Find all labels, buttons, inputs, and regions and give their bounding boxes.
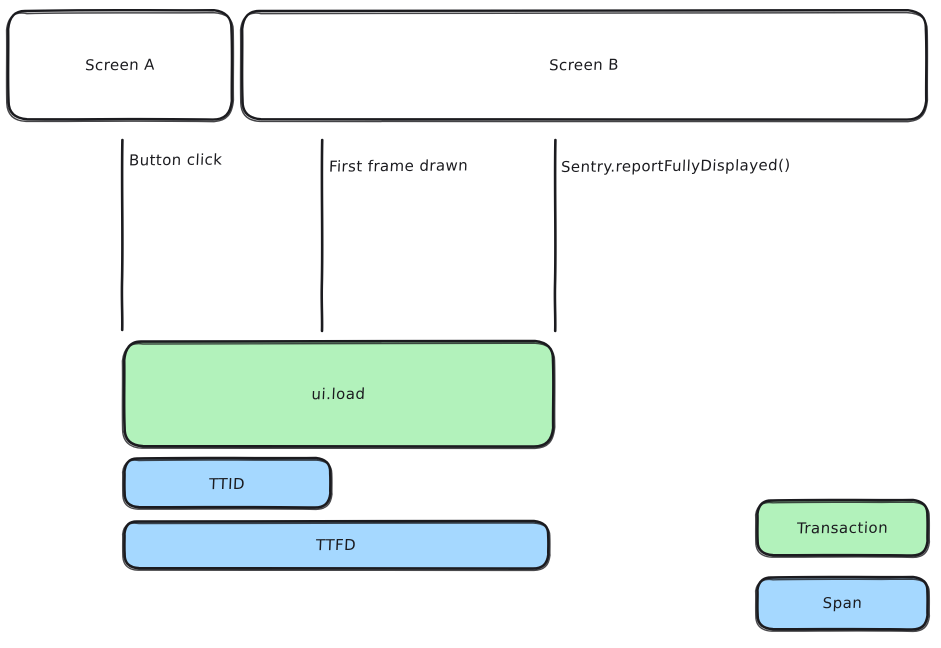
bar-ttid[interactable] [121,456,333,511]
marker-label-button-click: Button click [128,150,223,170]
screen-a-outline-2 [5,11,235,123]
bar-ui-load-shape [122,339,555,448]
bar-ttfd[interactable] [121,519,551,572]
marker-line-first-frame-drawn[interactable] [320,138,324,333]
screen-b-outline-2 [239,11,929,123]
legend-item-transaction[interactable] [754,498,931,559]
bar-ttfd-shape [123,519,550,570]
bar-ui-load-outline-2 [121,342,556,450]
bar-label-ttfd: TTFD [315,535,357,555]
screen-a-box[interactable] [5,8,235,123]
bar-label-ttid: TTID [208,474,246,494]
screen-a-outline [6,8,234,121]
bar-ttfd-outline-2 [121,522,551,572]
legend-span-outline-2 [754,578,931,633]
marker-line-report-fully-displayed[interactable] [553,138,557,333]
legend-span-swatch [756,575,929,631]
marker-label-first-frame-drawn: First frame drawn [328,156,469,176]
legend-label-span: Span [822,593,863,613]
legend-transaction-outline-2 [754,501,931,559]
bar-label-ui-load: ui.load [311,384,366,404]
bar-ttid-shape [123,456,332,509]
screen-b-outline [240,8,928,121]
marker-line-button-click[interactable] [120,138,124,332]
marker-lines [120,138,557,333]
marker-label-report-fully-displayed: Sentry.reportFullyDisplayed() [560,155,791,177]
legend-item-span[interactable] [754,575,931,633]
legend-transaction-swatch [756,498,929,557]
bar-ttid-outline-2 [121,459,333,511]
screen-a-label: Screen A [84,55,156,75]
bar-ui-load[interactable] [121,339,556,450]
screen-b-box[interactable] [239,8,929,123]
legend-label-transaction: Transaction [796,518,889,538]
